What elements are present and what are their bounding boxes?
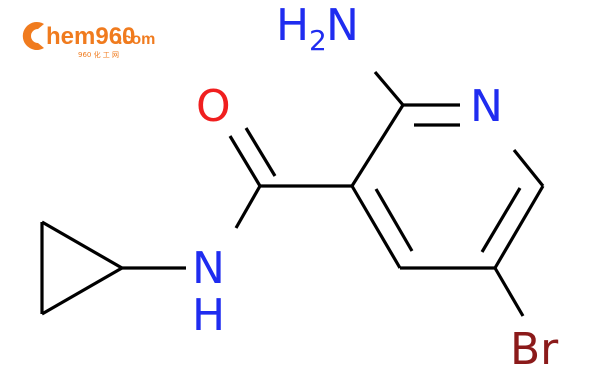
bond-c4-c3-inner	[374, 188, 414, 252]
atom-labels: H 2 N N O N H Br	[192, 0, 559, 375]
carbonyl-o-label: O	[196, 81, 231, 132]
bond-cp-a	[41, 220, 123, 270]
bond-carbonyl-n	[234, 185, 262, 229]
bond-carbonyl-o-inner	[244, 127, 277, 177]
bond-c6-c5-inner	[480, 187, 522, 253]
logo-tagline: 960 化 工 网	[78, 50, 119, 59]
logo-domain-text: .com	[118, 31, 155, 48]
logo-brand-text: hem960	[46, 23, 135, 50]
amine-n-label: N	[326, 0, 359, 51]
bromine-label: Br	[510, 324, 559, 375]
bonds	[40, 70, 545, 317]
bond-c5-br	[493, 267, 525, 317]
bond-c4-c3	[350, 185, 402, 269]
logo-c-icon	[22, 22, 44, 50]
bond-c3-c2	[350, 104, 405, 187]
bond-c2-amine	[373, 70, 405, 107]
amine-subscript: 2	[309, 24, 327, 57]
chem960-logo: hem960 .com 960 化 工 网	[22, 22, 155, 59]
bond-cp-c	[41, 266, 123, 316]
amide-n-label: N	[192, 243, 225, 294]
bond-c6-c5	[493, 185, 545, 269]
ring-n-label: N	[470, 81, 503, 132]
bond-carbonyl-o	[228, 135, 262, 187]
amine-h-label: H	[276, 0, 309, 51]
amide-h-label: H	[192, 290, 225, 341]
bond-n1-c6	[512, 148, 545, 188]
